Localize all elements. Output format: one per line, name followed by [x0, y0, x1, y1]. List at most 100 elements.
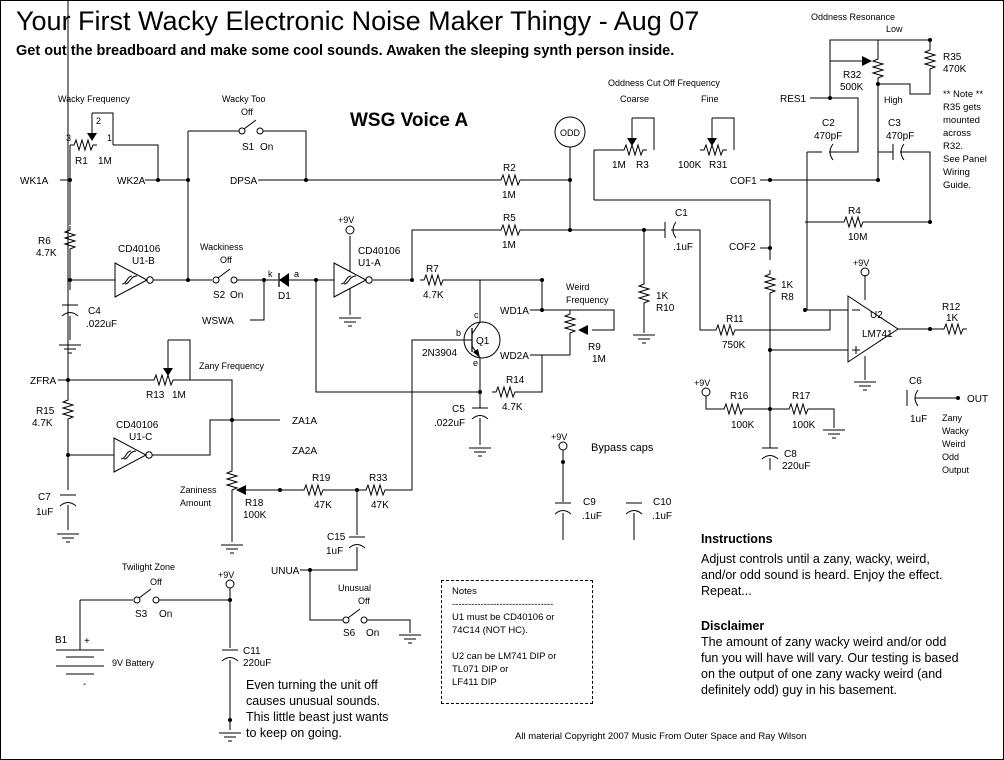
r15-value: 4.7K [32, 418, 53, 429]
c1-ref: C1 [675, 208, 688, 219]
r12-value: 1K [946, 313, 959, 324]
r17-value: 100K [792, 420, 816, 431]
u2-vcc-label: +9V [853, 258, 869, 268]
r18-ref: R18 [245, 498, 264, 509]
u1b-part: CD40106 [118, 244, 161, 255]
oddness-resonance-label: Oddness Resonance [811, 12, 895, 22]
r16-vcc-label: +9V [694, 378, 710, 388]
c11-ref: C11 [243, 646, 261, 657]
r32-pot[interactable] [830, 54, 884, 83]
r11-ref: R11 [726, 314, 744, 325]
r3-ref: R3 [636, 160, 649, 171]
bypass-vcc-label: +9V [551, 432, 567, 442]
fine-label: Fine [701, 94, 719, 104]
out-label: OUT [967, 394, 988, 405]
b1-ref: B1 [55, 635, 68, 646]
coarse-label: Coarse [620, 94, 649, 104]
note-line: R32. [943, 141, 964, 152]
bypass-caps-label: Bypass caps [591, 442, 654, 454]
disclaimer-line: definitely odd) guy in his basement. [701, 683, 897, 697]
s2-switch[interactable] [212, 268, 238, 284]
notes-title: Notes [452, 586, 477, 597]
c4-ref: C4 [88, 306, 101, 317]
unit-off-text: Even turning the unit off causes unusual… [246, 677, 388, 741]
output-label-2: Wacky [942, 426, 969, 436]
r10-resistor [638, 279, 650, 308]
net-wswa: WSWA [202, 316, 234, 327]
pin-label: c [474, 310, 479, 320]
s1-switch[interactable] [238, 119, 264, 135]
output-label-5: Output [942, 465, 970, 475]
r16-ref: R16 [730, 391, 749, 402]
r7-ref: R7 [426, 264, 439, 275]
r19-resistor [299, 484, 328, 496]
notes-line: LF411 DIP [452, 677, 497, 688]
c2-ref: C2 [822, 118, 835, 129]
c10-ref: C10 [653, 497, 672, 508]
r12-ref: R12 [942, 302, 961, 313]
net-dpsa: DPSA [230, 176, 258, 187]
u1a-part: CD40106 [358, 246, 401, 257]
r33-resistor [361, 484, 390, 496]
wacky-frequency-label: Wacky Frequency [58, 94, 130, 104]
s2-ref: S2 [213, 290, 226, 301]
disclaimer-line: fun you will have will vary. Our testing… [701, 651, 959, 665]
c5-ref: C5 [452, 404, 465, 415]
instructions-line: Adjust controls until a zany, wacky, wei… [701, 552, 930, 566]
net-cof1: COF1 [730, 176, 757, 187]
c15-value: 1uF [326, 546, 343, 557]
r35-resistor [924, 45, 936, 74]
r1-pot[interactable] [69, 112, 114, 151]
u1a-vcc-label: +9V [338, 215, 354, 225]
net-wk1a: WK1A [20, 176, 49, 187]
note-line: Wiring [943, 167, 970, 178]
c5-value: .022uF [434, 418, 465, 429]
r13-pot[interactable] [149, 339, 191, 386]
r6-ref: R6 [38, 236, 51, 247]
s1-on-label: On [260, 142, 273, 153]
instructions-section: Instructions Adjust controls until a zan… [701, 531, 943, 599]
page-subtitle: Get out the breadboard and make some coo… [16, 43, 675, 59]
r17-ref: R17 [792, 391, 811, 402]
r11-resistor [711, 324, 740, 336]
r31-pot[interactable] [699, 117, 735, 156]
s3-switch[interactable] [133, 588, 160, 604]
oddness-cutoff-label: Oddness Cut Off Frequency [608, 78, 720, 88]
r14-resistor [491, 386, 520, 398]
pin-label: 3 [66, 133, 71, 143]
r1-ref: R1 [75, 156, 88, 167]
pin-label: 1 [107, 133, 112, 143]
r3-pot[interactable] [619, 117, 655, 156]
b1-plus: + [84, 636, 90, 647]
note-line: R35 gets [943, 102, 982, 113]
r5-resistor [496, 224, 525, 236]
u1a-ref: U1-A [358, 258, 381, 269]
notes-line: 74C14 (NOT HC). [452, 625, 528, 636]
r18-pot[interactable] [226, 466, 260, 495]
r32-value: 500K [840, 82, 864, 93]
r2-value: 1M [502, 190, 516, 201]
c11-value: 220uF [243, 658, 271, 669]
note-line: See Panel [943, 154, 987, 165]
r5-value: 1M [502, 240, 516, 251]
c9-value: .1uF [582, 511, 602, 522]
s6-switch[interactable] [342, 608, 368, 624]
r2-resistor [496, 174, 525, 186]
r11-value: 750K [722, 340, 746, 351]
notes-box: Notes -------------------------------- U… [441, 580, 593, 704]
note-line: across [943, 128, 971, 139]
s1-ref: S1 [242, 142, 255, 153]
u1c-ref: U1-C [129, 432, 152, 443]
pin-label: e [473, 358, 478, 368]
net-cof2: COF2 [729, 242, 756, 253]
text-line: to keep on going. [246, 726, 342, 740]
r33-ref: R33 [369, 473, 388, 484]
power-vcc-label: +9V [218, 570, 234, 580]
r35-mounting-note: ** Note ** R35 gets mounted across R32. … [943, 88, 987, 192]
output-label-3: Weird [942, 439, 965, 449]
r10-value: 1K [656, 291, 669, 302]
r9-pot[interactable] [564, 309, 615, 338]
junction-dots [66, 38, 960, 722]
c8-value: 220uF [782, 461, 810, 472]
s6-on-label: On [366, 628, 379, 639]
